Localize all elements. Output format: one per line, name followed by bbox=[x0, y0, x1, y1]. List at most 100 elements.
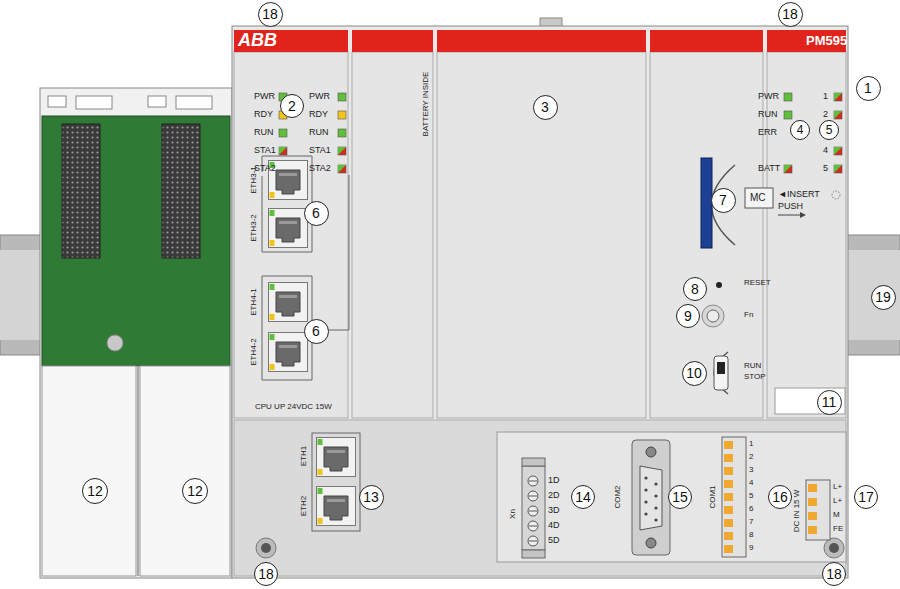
callout-number: 7 bbox=[711, 188, 736, 213]
terminal-base bbox=[140, 366, 230, 576]
cpu-housing bbox=[650, 30, 763, 52]
din-rail bbox=[846, 250, 900, 340]
status-led bbox=[338, 147, 346, 155]
callout-number: 2 bbox=[280, 94, 304, 118]
callout-number: 18 bbox=[778, 2, 803, 27]
terminal-block bbox=[522, 458, 545, 466]
terminal-block bbox=[522, 550, 545, 558]
callout-number: 11 bbox=[817, 390, 842, 415]
part-label: STA1 bbox=[309, 146, 331, 156]
status-led bbox=[834, 93, 842, 101]
part-label: 1 bbox=[749, 440, 753, 449]
status-led bbox=[834, 147, 842, 155]
part-label: RUN bbox=[758, 110, 778, 120]
part-label: RDY bbox=[254, 110, 273, 120]
terminal-block bbox=[654, 506, 657, 509]
terminal-block bbox=[724, 506, 733, 514]
terminal-block bbox=[529, 496, 537, 497]
terminal-base bbox=[42, 116, 230, 366]
part-label: STOP bbox=[744, 373, 766, 382]
part-label: 4D bbox=[548, 521, 560, 531]
terminal-block bbox=[646, 538, 656, 548]
part-label: RDY bbox=[309, 110, 328, 120]
cpu-housing bbox=[767, 52, 846, 418]
part-label: 3D bbox=[548, 506, 560, 516]
terminal-block bbox=[528, 476, 538, 486]
terminal-block bbox=[654, 482, 657, 485]
ethernet-port bbox=[312, 433, 360, 531]
part-label: L+ bbox=[833, 497, 842, 506]
callout-number: 18 bbox=[254, 562, 278, 586]
terminal-block bbox=[806, 480, 830, 540]
port-label: COM1 bbox=[709, 485, 718, 508]
ethernet-port bbox=[329, 175, 349, 330]
terminal-block bbox=[632, 440, 670, 555]
port-label: Xn bbox=[509, 509, 518, 519]
terminal-block bbox=[529, 481, 537, 482]
memory-card-slot bbox=[716, 282, 722, 288]
terminal-block bbox=[808, 498, 817, 506]
part-label: 1D bbox=[548, 476, 560, 486]
part-label: 3 bbox=[749, 466, 753, 475]
callout-number: 10 bbox=[682, 361, 707, 386]
status-led bbox=[338, 165, 346, 173]
terminal-block bbox=[724, 519, 733, 527]
cpu-housing bbox=[232, 18, 848, 578]
status-led bbox=[834, 147, 842, 155]
cpu-housing bbox=[232, 26, 848, 578]
callout-number: 6 bbox=[304, 319, 329, 344]
part-label: RESET bbox=[744, 279, 771, 288]
callout-number: 8 bbox=[683, 277, 707, 301]
terminal-block bbox=[722, 437, 746, 557]
terminal-block bbox=[644, 476, 647, 479]
port-label: ETH4-2 bbox=[250, 338, 259, 366]
status-led bbox=[279, 129, 287, 137]
terminal-base bbox=[162, 124, 200, 258]
part-label: STA1 bbox=[254, 146, 276, 156]
terminal-base bbox=[76, 96, 112, 109]
cpu-housing bbox=[234, 52, 348, 418]
part-label: MC bbox=[750, 192, 766, 203]
cpu-housing bbox=[650, 52, 763, 418]
part-label: Fn bbox=[744, 311, 753, 320]
din-rail bbox=[0, 235, 46, 355]
cpu-housing bbox=[234, 420, 846, 576]
port-label: COM2 bbox=[614, 485, 623, 508]
terminal-block bbox=[528, 506, 538, 516]
din-rail bbox=[846, 235, 900, 355]
cpu-housing bbox=[352, 30, 433, 52]
memory-card-slot bbox=[717, 362, 725, 374]
terminal-block bbox=[724, 454, 733, 462]
memory-card-slot bbox=[702, 305, 724, 327]
port-label: ETH3-2 bbox=[250, 214, 259, 242]
part-label: RUN bbox=[744, 362, 761, 371]
status-led bbox=[834, 111, 842, 119]
ethernet-port bbox=[317, 438, 356, 477]
cpu-housing bbox=[437, 30, 646, 52]
ethernet-port bbox=[269, 283, 308, 322]
terminal-block bbox=[522, 466, 545, 550]
memory-card-slot bbox=[714, 356, 728, 390]
memory-card-slot bbox=[800, 212, 806, 218]
port-label: ETH3-1 bbox=[250, 166, 259, 194]
memory-card-slot bbox=[701, 158, 845, 414]
callout-number: 3 bbox=[533, 95, 558, 120]
ethernet-port bbox=[269, 209, 308, 248]
status-led bbox=[338, 129, 346, 137]
part-label: CPU UP 24VDC 15W bbox=[255, 403, 332, 412]
part-label: 4 bbox=[823, 146, 828, 156]
terminal-block bbox=[644, 500, 647, 503]
terminal-block bbox=[644, 512, 647, 515]
ethernet-port bbox=[262, 156, 360, 531]
status-led bbox=[834, 93, 842, 101]
terminal-block bbox=[808, 526, 817, 534]
cpu-housing bbox=[352, 52, 433, 418]
part-label: 2 bbox=[823, 110, 828, 120]
status-led bbox=[338, 111, 346, 119]
part-label: 7 bbox=[749, 518, 753, 527]
part-label: PUSH bbox=[778, 202, 803, 212]
terminal-block bbox=[528, 521, 538, 531]
callout-number: 18 bbox=[822, 562, 846, 586]
